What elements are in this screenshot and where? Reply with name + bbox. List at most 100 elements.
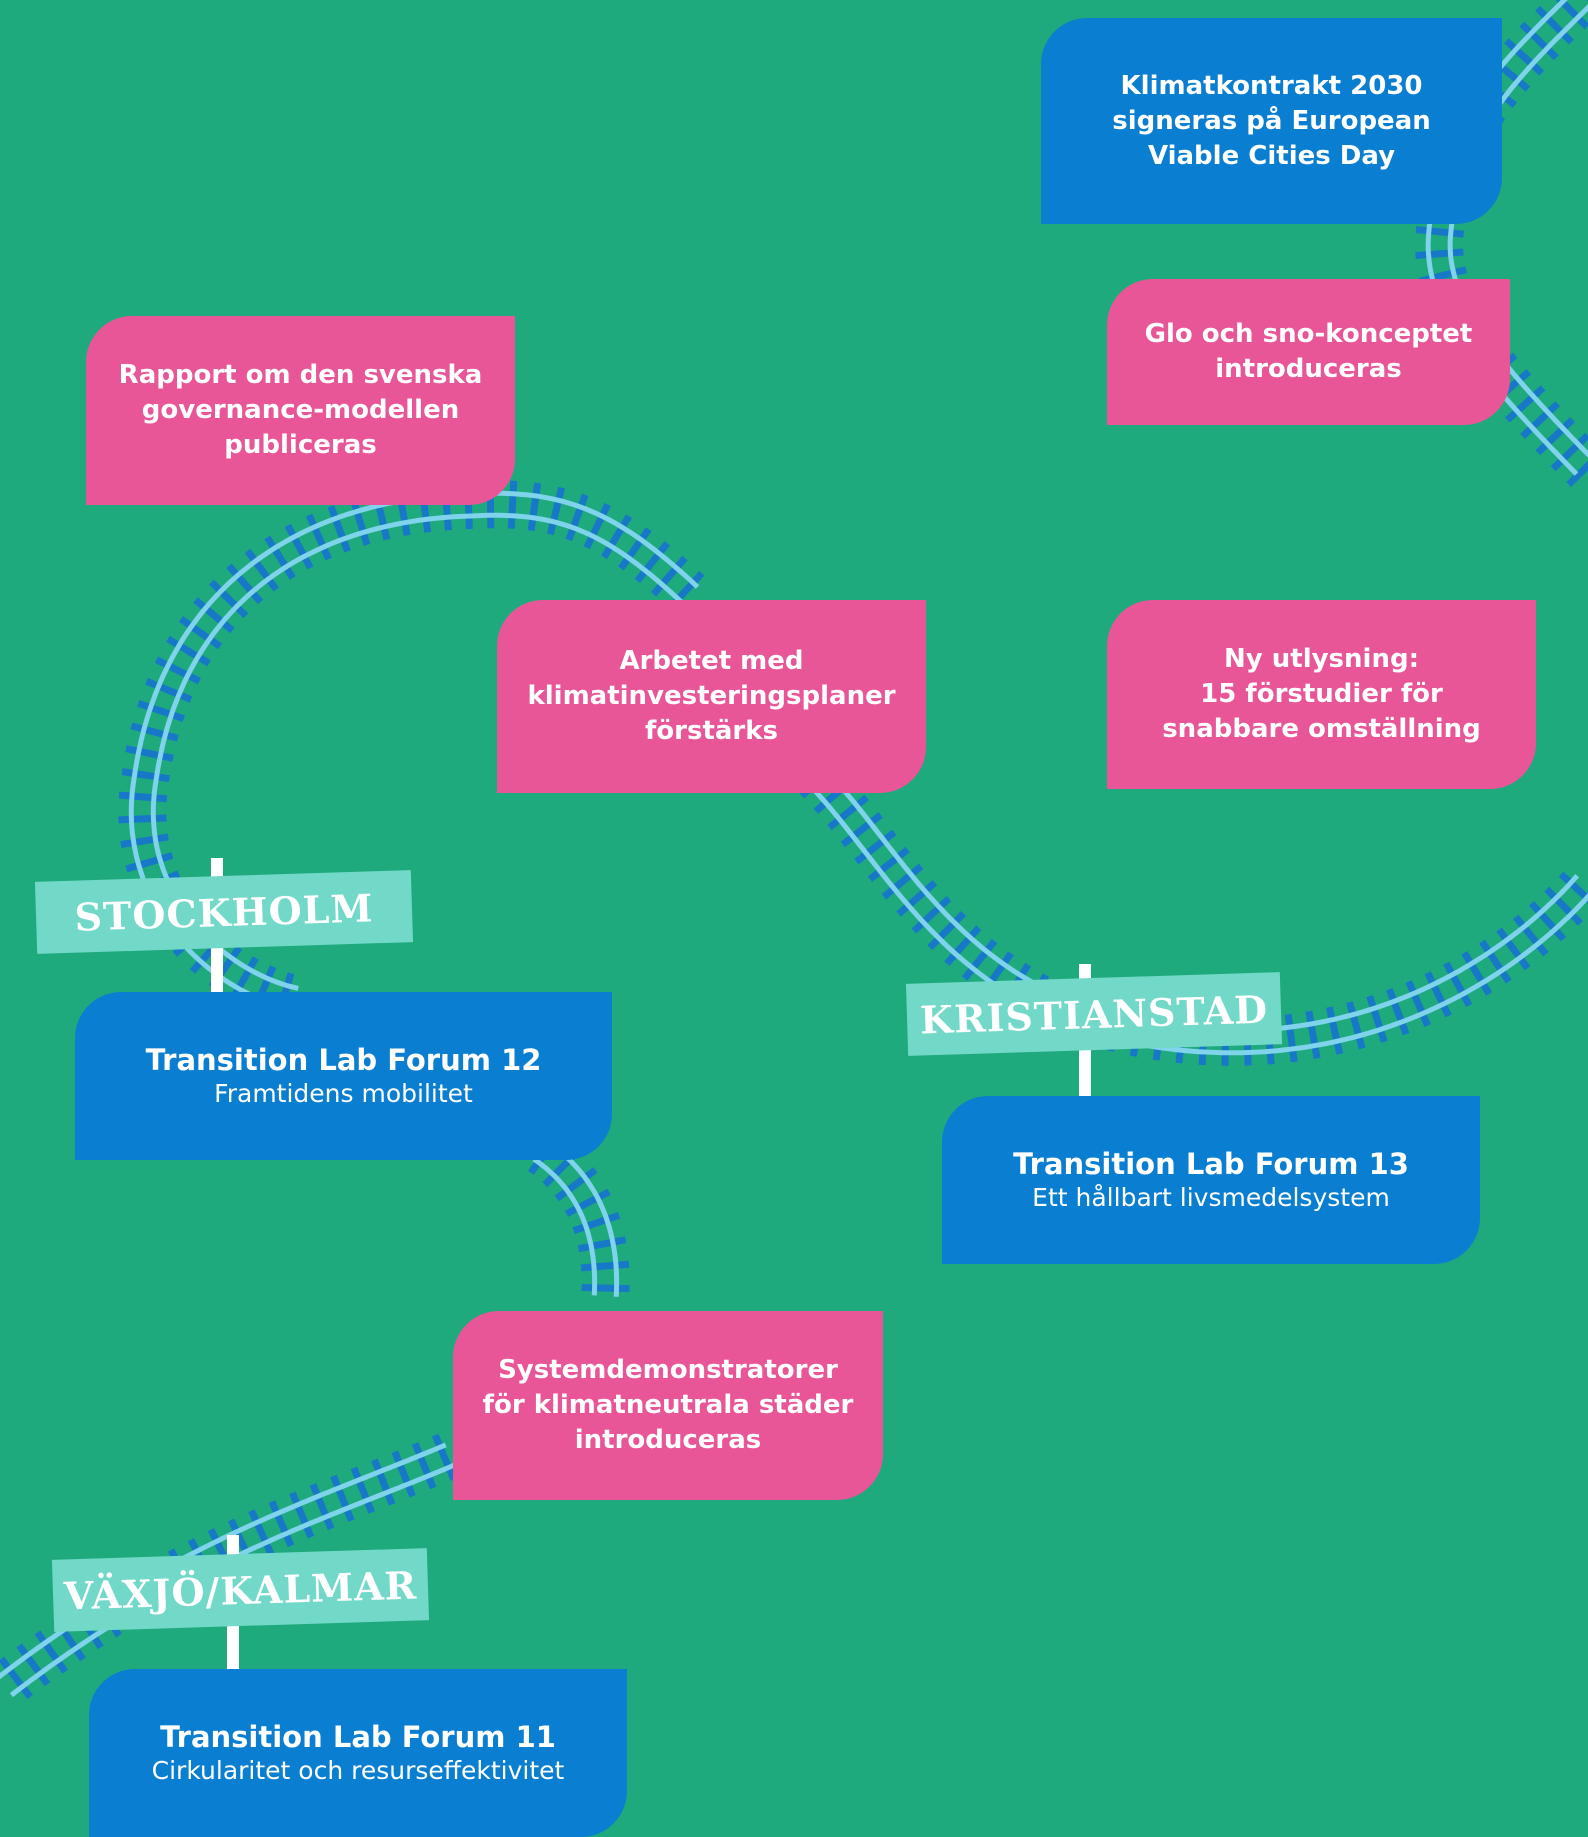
track-sleeper (583, 502, 611, 550)
track-sleeper (1424, 971, 1452, 1018)
track-rail-line (1447, 3, 1588, 458)
track-sleeper (1325, 1006, 1344, 1055)
track-sleeper (961, 938, 998, 981)
track-sleeper (634, 541, 671, 584)
track-sleeper (1415, 248, 1464, 260)
track-rail (1425, 0, 1579, 476)
track-sleeper (145, 678, 193, 703)
track-sleeper (1503, 38, 1545, 76)
track-sleeper (1558, 871, 1588, 904)
track-sleeper (1405, 980, 1431, 1027)
forum-subtitle-12: Framtidens mobilitet (214, 1079, 473, 1108)
track-sleeper (1496, 927, 1531, 971)
track-sleeper (840, 812, 883, 848)
event-card-ny-utlysning: Ny utlysning: 15 förstudier för snabbare… (1107, 600, 1536, 789)
track-sleeper (125, 852, 174, 873)
track-sleeper (1528, 901, 1567, 942)
track-sleeper (1520, 401, 1561, 440)
track-rail (1447, 3, 1588, 458)
track-sleeper (284, 523, 314, 570)
track-sleeper (121, 768, 170, 783)
sign-vaxjo-kalmar: VÄXJÖ/KALMAR (51, 1548, 430, 1632)
track-sleepers (118, 480, 705, 1021)
track-sleeper (944, 925, 982, 966)
sign-label-stockholm: STOCKHOLM (73, 884, 375, 940)
track-sleeper (1512, 914, 1549, 957)
track-sleeper (34, 1630, 68, 1674)
track-sleeper (580, 1260, 630, 1272)
forum-card-12: Transition Lab Forum 12 Framtidens mobil… (75, 992, 612, 1160)
track-sleeper (577, 1236, 627, 1253)
track-sleeper (120, 833, 169, 849)
track-sleeper (411, 1442, 437, 1490)
track-sleeper (1415, 225, 1465, 238)
track-sleeper (854, 829, 897, 865)
track-rail-line (1425, 0, 1579, 476)
event-card-glo-sno: Glo och sno-konceptet introduceras (1107, 279, 1510, 425)
track-sleeper (166, 635, 211, 667)
event-text-glo-sno: Glo och sno-konceptet introduceras (1144, 319, 1473, 384)
forum-title-11: Transition Lab Forum 11 (160, 1720, 556, 1754)
forum-subtitle-13: Ett hållbart livsmedelsystem (1032, 1183, 1390, 1212)
track-sleeper (154, 656, 201, 685)
sign-label-kristianstad: KRISTIANSTAD (919, 986, 1269, 1042)
track-sleeper (1461, 951, 1493, 996)
track-sleeper (1519, 21, 1559, 61)
event-text-arbetet: Arbetet med klimatinvesteringsplaner för… (527, 646, 896, 746)
track-sleeper (264, 535, 296, 580)
track-sleeper (911, 895, 952, 934)
track-sleeper (565, 493, 589, 542)
track-sleeper (572, 1212, 621, 1235)
track-rail-line (805, 781, 1588, 1056)
track-sleeper (1386, 988, 1410, 1036)
track-sleeper (881, 863, 924, 900)
track-sleeper (350, 1466, 375, 1514)
track-sleeper (226, 563, 264, 605)
forum-card-11: Transition Lab Forum 11 Cirkularitet och… (89, 1669, 627, 1837)
track-sleeper (431, 1433, 457, 1481)
event-card-systemdemonstratorer: Systemdemonstratorer för klimatneutrala … (453, 1311, 883, 1500)
event-card-arbetet: Arbetet med klimatinvesteringsplaner för… (497, 600, 926, 793)
track-sleeper (1535, 5, 1574, 45)
track-sleeper (244, 548, 279, 592)
track-sleeper (1544, 886, 1583, 926)
track-sleeper (193, 597, 235, 634)
sign-stockholm: STOCKHOLM (34, 870, 414, 954)
track-sleeper (1443, 961, 1473, 1008)
track-sleeper (391, 1450, 416, 1498)
event-text-klimatkontrakt: Klimatkontrakt 2030 signeras på European… (1112, 70, 1431, 171)
track-sleeper (1566, 460, 1588, 488)
track-rail (805, 781, 1588, 1056)
track-sleeper (896, 880, 938, 917)
track-sleeper (927, 910, 967, 951)
track-sleeper (507, 480, 518, 529)
track-sleeper (125, 745, 174, 762)
track-sleeper (650, 555, 688, 597)
track-sleeper (118, 791, 168, 803)
track-sleeper (16, 1643, 51, 1687)
track-sleeper (289, 1491, 315, 1539)
track-sleeper (1305, 1010, 1321, 1060)
track-sleeper (618, 527, 652, 571)
track-sleeper (1550, 432, 1588, 472)
track-sleeper (349, 497, 371, 546)
track-rail (532, 1157, 598, 1296)
track-sleeper (0, 1656, 34, 1700)
track-sleeper (527, 482, 542, 532)
track-sleeper (305, 513, 332, 561)
track-sleeper (564, 1188, 611, 1217)
track-sleeper (581, 1283, 630, 1293)
track-sleeper (601, 514, 632, 559)
track-sleeper (1284, 1013, 1298, 1063)
sign-kristianstad: KRISTIANSTAD (905, 972, 1283, 1056)
track-sleeper (1535, 417, 1575, 456)
track-sleeper (137, 700, 185, 722)
event-card-klimatkontrakt: Klimatkontrakt 2030 signeras på European… (1041, 18, 1502, 224)
track-sleeper (1555, 0, 1588, 30)
track-sleeper (118, 814, 167, 824)
event-card-rapport: Rapport om den svenska governance-modell… (86, 316, 515, 505)
track-sleeper (130, 722, 179, 742)
track-sleeper (178, 615, 223, 650)
forum-title-12: Transition Lab Forum 12 (145, 1043, 542, 1077)
track-rail-line (532, 1157, 598, 1296)
